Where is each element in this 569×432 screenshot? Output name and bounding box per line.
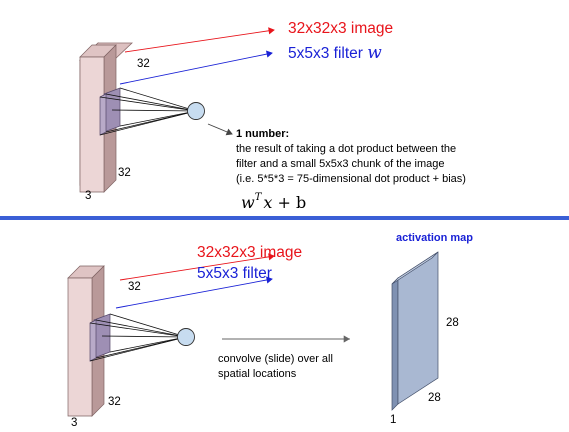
top-filter-arrow [119,50,273,85]
activation-map [391,251,439,411]
bottom-filter-label: 5x5x3 filter [197,265,272,282]
top-dim-height: 32 [137,58,150,70]
convolve-caption-line-2: spatial locations [218,368,297,380]
note-line-3: (i.e. 5*5*3 = 75-dimensional dot product… [236,173,466,185]
top-filter-label-text: 5x5x3 filter [288,45,363,62]
top-dim-depth: 3 [85,190,92,202]
activation-side [391,277,399,411]
convolve-caption-line-1: convolve (slide) over all [218,353,333,365]
top-note: 1 number: the result of taking a dot pro… [236,127,466,187]
convolve-caption: convolve (slide) over all spatial locati… [218,352,333,382]
top-dim-width: 32 [118,167,131,179]
top-image-arrow [124,27,275,53]
bottom-slab-front [67,277,93,417]
formula-w: w [241,193,255,212]
panel-divider [0,216,569,220]
activation-top [391,251,439,285]
activation-dim-height: 28 [446,317,459,329]
bottom-dim-depth: 3 [71,417,78,429]
bottom-dim-width: 32 [108,396,121,408]
top-filter-var: w [367,43,382,63]
formula-T: T [254,191,262,203]
activation-dim-width: 28 [428,392,441,404]
bottom-filter-lines [89,313,187,362]
top-note-arrow [207,123,233,136]
bottom-filter-arrow [115,276,273,309]
bottom-dim-height: 32 [128,281,141,293]
activation-dim-depth: 1 [390,414,397,426]
bottom-filter-front [89,319,97,362]
formula-x: x [263,193,273,212]
bottom-neuron [177,328,195,346]
top-filter-lines [99,87,197,136]
top-image-label: 32x32x3 image [288,20,394,37]
bottom-volume-slab [67,265,105,417]
note-line-2: filter and a small 5x5x3 chunk of the im… [236,158,445,170]
top-filter-front [99,93,107,136]
top-slab-front [79,56,105,193]
note-line-1: the result of taking a dot product betwe… [236,143,457,155]
activation-title: activation map [396,232,474,244]
top-filter-label: 5x5x3 filter w [288,43,382,63]
bottom-image-label: 32x32x3 image [197,244,303,261]
formula-rest: + b [277,193,307,212]
bottom-image-arrow [119,253,275,281]
top-volume-slab [79,44,117,193]
top-neuron [187,102,205,120]
note-title: 1 number: [236,128,290,140]
